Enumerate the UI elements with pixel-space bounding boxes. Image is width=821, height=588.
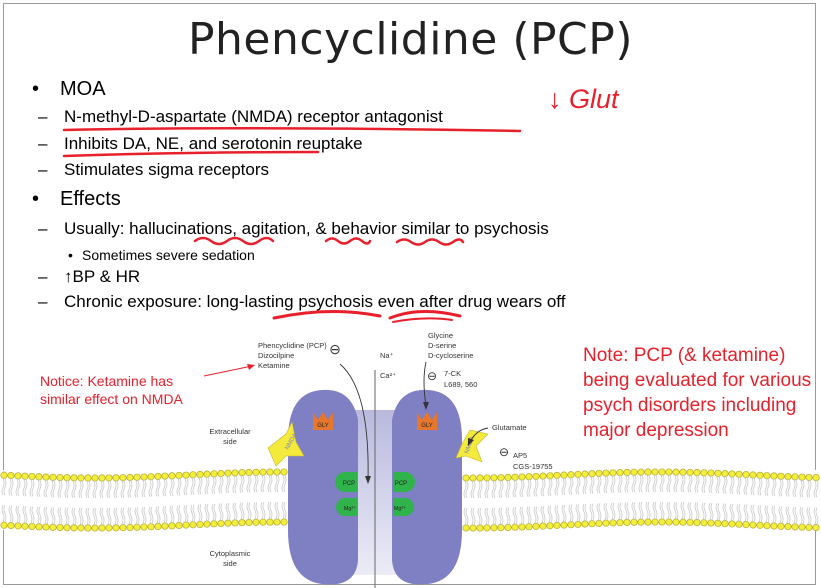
svg-text:L689, 560: L689, 560 [444, 380, 477, 389]
pcp-arrow [339, 363, 369, 481]
svg-text:D-serine: D-serine [428, 341, 456, 350]
svg-text:D-cycloserine: D-cycloserine [428, 351, 473, 360]
label-ca: Ca²⁺ [380, 371, 396, 380]
slide-frame [3, 3, 816, 585]
note-ketamine-line-1: Notice: Ketamine has [40, 373, 174, 389]
note-right-line-3: psych disorders including [583, 395, 797, 416]
underline-long-lasting [272, 309, 382, 320]
pcp-site-left: PCP [335, 472, 357, 492]
underline-reuptake [62, 150, 320, 158]
svg-text:PCP: PCP [343, 481, 355, 487]
gly-inhibit-symbol: ⊖ [427, 369, 437, 383]
underline-nmda [62, 126, 522, 133]
glu-inhibit-symbol: ⊖ [499, 445, 509, 459]
label-na: Na⁺ [380, 351, 394, 360]
svg-text:Mg²⁺: Mg²⁺ [394, 505, 406, 512]
pcp-inhibit-symbol: ⊖ [329, 341, 341, 357]
pcp-site-right: PCP [393, 472, 415, 492]
gly-site-left: GLY [313, 412, 333, 430]
svg-text:AP5: AP5 [513, 451, 527, 460]
bullet-effects-3: Chronic exposure: long-lasting psychosis… [38, 292, 565, 312]
glu-antagonist-labels: AP5 CGS-19755 [513, 451, 553, 471]
coagonist-labels: Glycine D-serine D-cycloserine [428, 331, 473, 360]
svg-text:side: side [223, 437, 237, 446]
bullet-moa: MOA [32, 78, 105, 101]
svg-text:NMDA: NMDA [464, 436, 476, 455]
note-ketamine: Notice: Ketamine has similar effect on N… [40, 372, 183, 408]
gly-site-right: GLY [417, 412, 437, 430]
receptor-subunit-left [288, 389, 358, 585]
note-right-line-2: being evaluated for various [583, 370, 812, 391]
bullet-moa-1: N-methyl-D-aspartate (NMDA) receptor ant… [38, 107, 443, 127]
receptor-subunit-right [392, 389, 462, 585]
bullet-effects-1: Usually: hallucinations, agitation, & be… [38, 219, 549, 239]
note-right-line-4: major depression [583, 420, 729, 441]
nmda-site-left: NMDA [267, 421, 305, 467]
cytoplasmic-label: Cytoplasmic side [210, 549, 251, 568]
antagonist-labels: Phencyclidine (PCP) Dizocilpine Ketamine [258, 341, 327, 370]
gly-antagonist-labels: 7-CK L689, 560 [444, 369, 477, 389]
extracellular-label: Extracellular side [209, 427, 251, 446]
svg-text:Glycine: Glycine [428, 331, 453, 340]
handwritten-glut-note: ↓ Glut [548, 84, 620, 114]
label-dizocilpine: Dizocilpine [258, 351, 294, 360]
svg-text:side: side [223, 559, 237, 568]
svg-text:GLY: GLY [421, 423, 433, 429]
svg-text:Extracellular: Extracellular [209, 427, 251, 436]
bullet-moa-2: Inhibits DA, NE, and serotonin reuptake [38, 134, 363, 154]
underline-agitation [324, 237, 372, 245]
label-pcp: Phencyclidine (PCP) [258, 341, 327, 350]
bullet-effects-2: ↑BP & HR [38, 267, 140, 287]
bullet-effects: Effects [32, 188, 121, 211]
label-ketamine: Ketamine [258, 361, 290, 370]
underline-behavior [395, 238, 465, 246]
underline-hallucinations [193, 236, 275, 246]
ink-underlines: ↓ Glut [62, 84, 620, 323]
note-ketamine-line-2: similar effect on NMDA [40, 391, 183, 407]
mg-site-right: Mg²⁺ [393, 498, 414, 516]
svg-text:Cytoplasmic: Cytoplasmic [210, 549, 251, 558]
bullet-moa-3: Stimulates sigma receptors [38, 160, 269, 180]
underline-psychosis [388, 309, 462, 320]
svg-text:PCP: PCP [395, 481, 407, 487]
label-glutamate: Glutamate [492, 423, 527, 432]
svg-text:Mg²⁺: Mg²⁺ [344, 505, 356, 512]
nmda-receptor-diagram: GLY GLY NMDA NMDA PCP PCP Mg²⁺ Mg²⁺ Phen… [0, 331, 821, 588]
svg-text:GLY: GLY [317, 423, 329, 429]
svg-text:CGS-19755: CGS-19755 [513, 462, 553, 471]
nmda-site-right: NMDA [455, 429, 489, 463]
bullet-effects-1-sub: Sometimes severe sedation [68, 247, 255, 263]
svg-text:7-CK: 7-CK [444, 369, 461, 378]
mg-site-left: Mg²⁺ [336, 498, 357, 516]
note-right-line-1: Note: PCP (& ketamine) [583, 345, 786, 366]
note-pcp-depression: Note: PCP (& ketamine) being evaluated f… [583, 343, 811, 443]
slide-title: Phencyclidine (PCP) [188, 14, 633, 65]
ketamine-pointer-arrow [203, 365, 253, 377]
